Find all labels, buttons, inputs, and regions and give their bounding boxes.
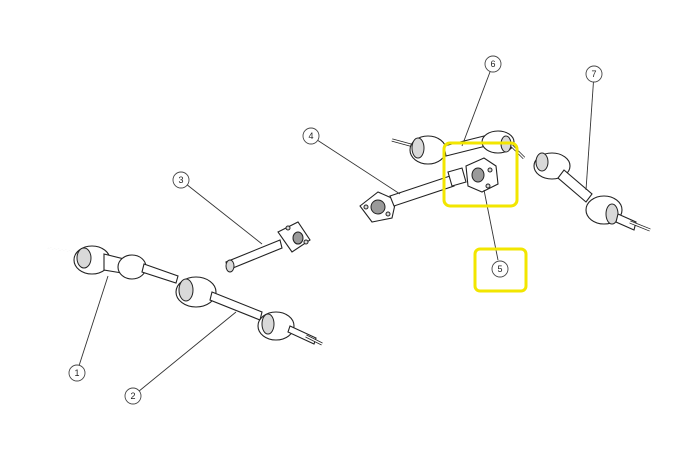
callout-3: 3 xyxy=(172,171,190,189)
callout-2: 2 xyxy=(124,387,142,405)
highlight-box-joint xyxy=(442,141,519,208)
callout-7: 7 xyxy=(585,65,603,83)
callout-2-label: 2 xyxy=(130,391,135,401)
callout-5: 5 xyxy=(491,260,509,278)
callout-4-label: 4 xyxy=(308,131,313,141)
callout-3-label: 3 xyxy=(178,175,183,185)
callout-7-label: 7 xyxy=(591,69,596,79)
callout-6-label: 6 xyxy=(490,59,495,69)
half-shaft-6 xyxy=(391,130,526,165)
callout-1-label: 1 xyxy=(74,368,79,378)
propeller-shaft-4 xyxy=(359,167,467,223)
highlight-box-callout-5 xyxy=(473,247,528,293)
half-shaft-1 xyxy=(47,245,179,284)
half-shaft-2 xyxy=(175,276,323,346)
center-joint-5 xyxy=(465,157,499,193)
callout-1: 1 xyxy=(68,364,86,382)
callout-6: 6 xyxy=(484,55,502,73)
callout-5-label: 5 xyxy=(497,264,502,274)
callout-4: 4 xyxy=(302,127,320,145)
half-shaft-7 xyxy=(533,152,651,232)
intermediate-shaft-3 xyxy=(225,221,311,273)
leader-lines xyxy=(76,63,595,397)
